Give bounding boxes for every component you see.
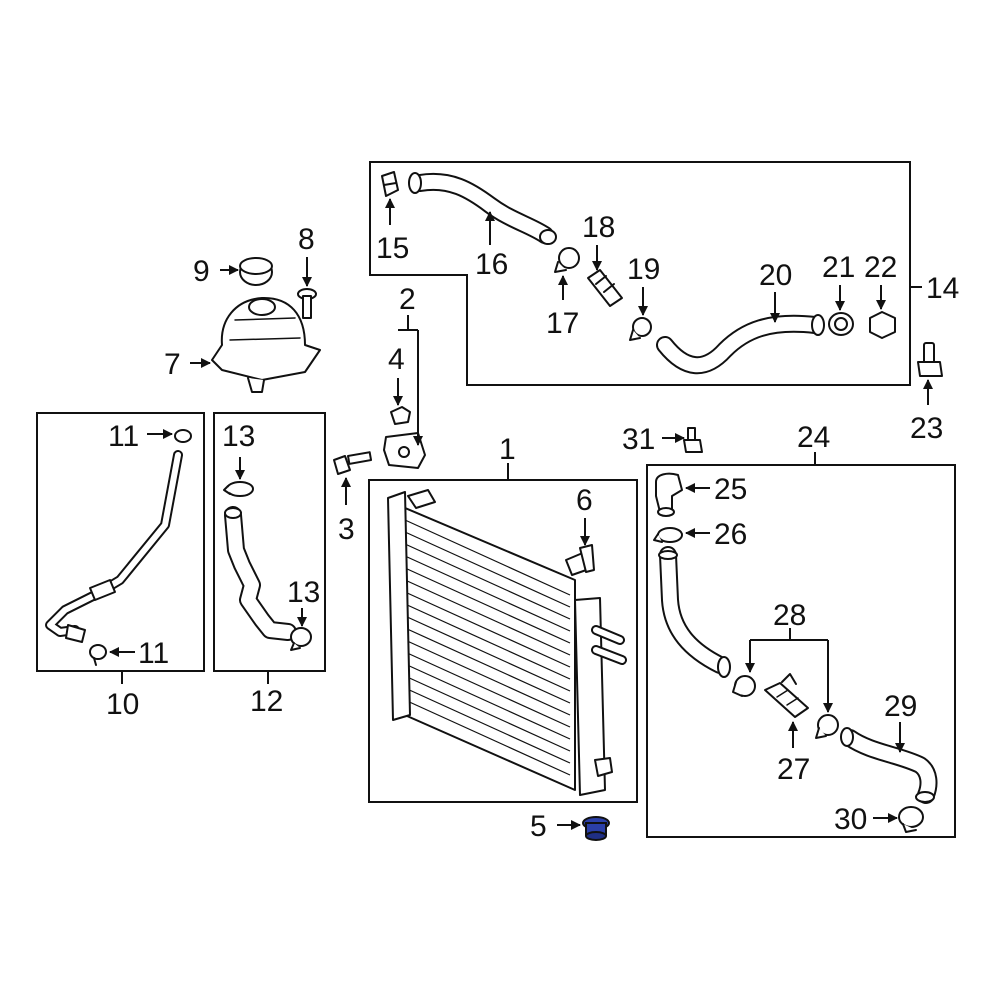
fitting-part-25[interactable] [655, 472, 683, 517]
callout-labels: 15 16 17 18 19 20 21 22 14 23 9 8 7 2 4 … [106, 211, 959, 843]
callout-29: 29 [884, 690, 917, 723]
clamp-part-17[interactable] [554, 247, 580, 273]
radiator-part-1[interactable] [387, 489, 627, 796]
clamp-part-19[interactable] [629, 317, 652, 341]
callout-25: 25 [714, 473, 747, 506]
callout-11-bottom: 11 [138, 637, 169, 670]
callout-8: 8 [298, 223, 315, 256]
callout-22: 22 [864, 251, 897, 284]
callout-19: 19 [627, 253, 660, 286]
upper-hose-part-16[interactable] [408, 172, 557, 245]
clamp-part-28-left[interactable] [732, 675, 756, 697]
callout-20: 20 [759, 259, 792, 292]
clip-part-15[interactable] [381, 171, 399, 197]
radiator-fins [404, 519, 571, 776]
callout-4: 4 [388, 343, 405, 376]
callout-3: 3 [338, 513, 355, 546]
leader-lines [109, 198, 933, 830]
nut-part-22[interactable] [869, 311, 896, 339]
clamp-part-13-top[interactable] [223, 481, 254, 497]
clamp-part-13-bottom[interactable] [290, 627, 312, 651]
callout-23: 23 [910, 412, 943, 445]
bracket-part-6[interactable] [565, 544, 595, 576]
callout-31: 31 [622, 423, 655, 456]
callout-15: 15 [376, 232, 409, 265]
callout-7: 7 [164, 348, 181, 381]
cap-part-9[interactable] [239, 257, 273, 286]
callout-27: 27 [777, 753, 810, 786]
bolt-part-31[interactable] [683, 427, 703, 453]
callout-28: 28 [773, 599, 806, 632]
bracket-part-23[interactable] [917, 342, 943, 377]
callout-13-top: 13 [222, 420, 255, 453]
callout-1: 1 [499, 433, 516, 466]
nut-part-4[interactable] [390, 406, 411, 425]
drain-plug-part-5[interactable] [582, 816, 610, 841]
hose-part-10[interactable] [45, 450, 183, 643]
hose-part-24-lower[interactable] [658, 546, 731, 678]
clip-part-11-top[interactable] [174, 429, 192, 443]
callout-18: 18 [582, 211, 615, 244]
callout-16: 16 [475, 248, 508, 281]
callout-9: 9 [193, 255, 210, 288]
clamp-part-26[interactable] [653, 527, 683, 543]
hose-part-20[interactable] [656, 314, 825, 375]
callout-21: 21 [822, 251, 855, 284]
callout-30: 30 [834, 803, 867, 836]
connector-part-27[interactable] [764, 673, 809, 718]
callout-12: 12 [250, 685, 283, 718]
callout-14: 14 [926, 272, 959, 305]
hose-part-12[interactable] [224, 506, 297, 641]
clamp-part-28-right[interactable] [815, 714, 839, 739]
callout-13-bottom: 13 [287, 576, 320, 609]
connector-part-18[interactable] [587, 269, 623, 307]
clamp-part-30[interactable] [898, 806, 924, 833]
group-1-frame [368, 479, 638, 803]
callout-17: 17 [546, 307, 579, 340]
callout-10: 10 [106, 688, 139, 721]
reservoir-part-7[interactable] [211, 296, 321, 393]
bolt-part-3[interactable] [333, 451, 373, 475]
group-10-frame [36, 412, 205, 672]
group-12-frame [213, 412, 326, 672]
group-14-frame [369, 161, 911, 386]
callout-5: 5 [530, 810, 547, 843]
clip-part-11-bottom[interactable] [89, 644, 107, 666]
callout-6: 6 [576, 484, 593, 517]
callout-24: 24 [797, 421, 830, 454]
bolt-part-8[interactable] [297, 288, 317, 319]
callout-2: 2 [399, 283, 416, 316]
group-24-frame [646, 464, 956, 838]
hose-part-29[interactable] [840, 727, 938, 804]
callout-11-top: 11 [108, 420, 139, 453]
clamp-part-21[interactable] [828, 312, 854, 336]
callout-26: 26 [714, 518, 747, 551]
